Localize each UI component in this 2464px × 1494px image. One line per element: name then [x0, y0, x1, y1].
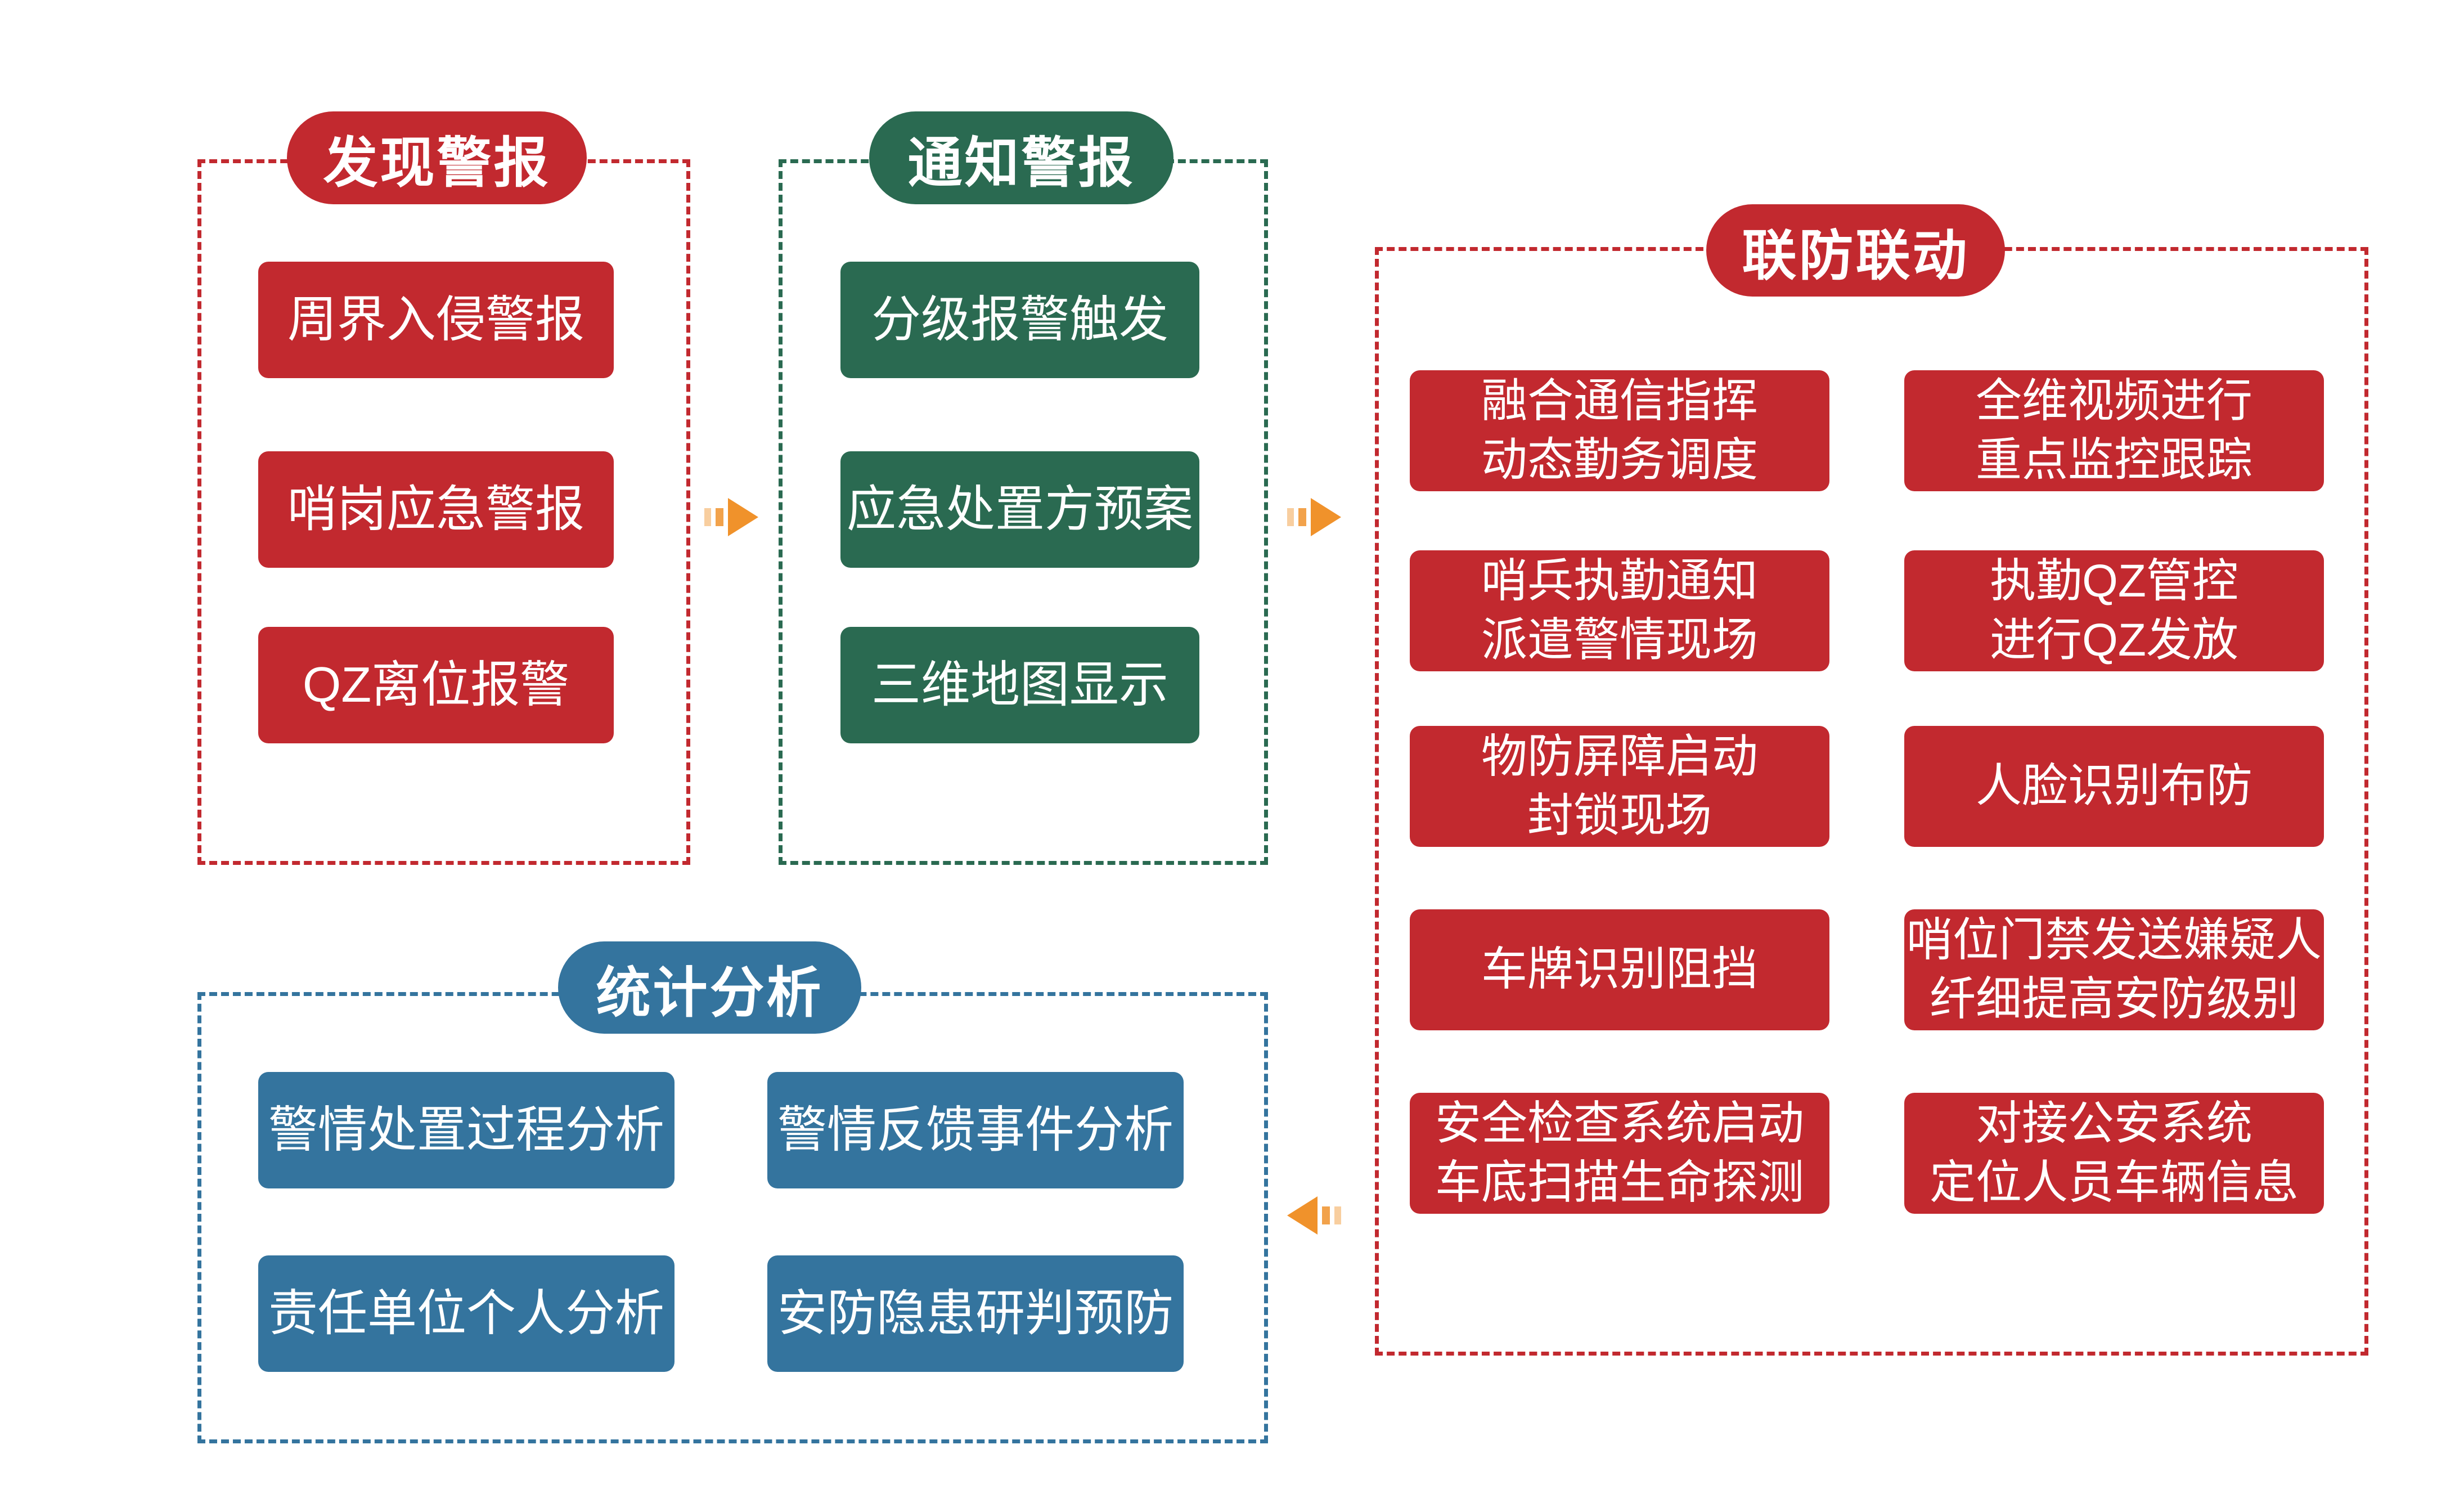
flow-arrow-left-icon [1286, 1192, 1342, 1239]
flow-arrow-icon [1286, 493, 1342, 541]
node-label-line2: 纤细提高安防级别 [1929, 973, 2299, 1025]
stats-analysis-title: 统计分析 [558, 941, 861, 1034]
joint-defense-title-label: 联防联动 [1742, 225, 1970, 286]
node-label-line1: 对接公安系统 [1975, 1097, 2252, 1149]
stats-analysis-title-label: 统计分析 [596, 962, 824, 1024]
node-duty-qz-control: 执勤QZ管控 进行QZ发放 [1904, 550, 2324, 671]
node-label-line1: 融合通信指挥 [1481, 375, 1758, 427]
node-alarm-feedback-event-analysis: 警情反馈事件分析 [767, 1072, 1184, 1188]
node-3d-map-display: 三维地图显示 [840, 627, 1199, 743]
notify-alert-title: 通知警报 [869, 111, 1173, 204]
flow-arrow-icon [703, 493, 759, 541]
node-plate-recognition-block: 车牌识别阻挡 [1410, 909, 1829, 1030]
notify-alert-title-label: 通知警报 [907, 132, 1135, 194]
joint-defense-title: 联防联动 [1706, 204, 2005, 297]
node-label-line1: 全维视频进行 [1975, 375, 2252, 427]
node-security-risk-prediction: 安防隐患研判预防 [767, 1255, 1184, 1372]
node-sentry-emergency-alert: 哨岗应急警报 [258, 451, 614, 568]
discover-alert-title: 发现警报 [287, 111, 587, 204]
node-label-line1: 安全检查系统启动 [1435, 1097, 1804, 1149]
node-label-line2: 派遣警情现场 [1481, 614, 1758, 666]
node-label-line2: 进行QZ发放 [1990, 614, 2238, 666]
node-label: 责任单位个人分析 [268, 1285, 664, 1342]
node-security-check-underbody-scan: 安全检查系统启动 车底扫描生命探测 [1410, 1093, 1829, 1214]
node-label: 三维地图显示 [871, 657, 1168, 713]
node-omni-video-tracking: 全维视频进行 重点监控跟踪 [1904, 370, 2324, 491]
node-label-line1: 车牌识别阻挡 [1481, 944, 1758, 995]
node-label-line1: 物防屏障启动 [1481, 730, 1758, 782]
node-alarm-handling-process-analysis: 警情处置过程分析 [258, 1072, 675, 1188]
node-fused-comms-command: 融合通信指挥 动态勤务调度 [1410, 370, 1829, 491]
node-label: 警情处置过程分析 [268, 1102, 664, 1158]
node-label-line1: 人脸识别布防 [1975, 760, 2252, 812]
node-label: 哨岗应急警报 [287, 481, 584, 537]
node-label-line2: 封锁现场 [1527, 789, 1712, 841]
node-label-line2: 定位人员车辆信息 [1929, 1156, 2299, 1208]
node-label: 安防隐患研判预防 [777, 1285, 1173, 1342]
node-responsible-unit-person-analysis: 责任单位个人分析 [258, 1255, 675, 1372]
node-label-line1: 执勤QZ管控 [1990, 555, 2238, 607]
node-label: QZ离位报警 [302, 657, 570, 713]
node-label-line1: 哨位门禁发送嫌疑人 [1906, 914, 2322, 966]
node-emergency-response-plan: 应急处置方预案 [840, 451, 1199, 568]
node-label: 分级报警触发 [871, 291, 1168, 348]
node-face-recognition-deploy: 人脸识别布防 [1904, 726, 2324, 847]
node-label: 周界入侵警报 [287, 291, 584, 348]
node-label: 应急处置方预案 [846, 481, 1193, 537]
node-label-line2: 重点监控跟踪 [1975, 434, 2252, 486]
node-label: 警情反馈事件分析 [777, 1102, 1173, 1158]
node-graded-alarm-trigger: 分级报警触发 [840, 262, 1199, 378]
node-label-line2: 车底扫描生命探测 [1435, 1156, 1804, 1208]
node-sentry-access-suspect-alert: 哨位门禁发送嫌疑人 纤细提高安防级别 [1904, 909, 2324, 1030]
node-qz-offpost-alert: QZ离位报警 [258, 627, 614, 743]
node-label-line1: 哨兵执勤通知 [1481, 555, 1758, 607]
node-police-system-locate: 对接公安系统 定位人员车辆信息 [1904, 1093, 2324, 1214]
node-perimeter-intrusion-alert: 周界入侵警报 [258, 262, 614, 378]
node-sentry-duty-notify: 哨兵执勤通知 派遣警情现场 [1410, 550, 1829, 671]
node-label-line2: 动态勤务调度 [1481, 434, 1758, 486]
stats-analysis-group-border [197, 992, 1268, 1443]
discover-alert-title-label: 发现警报 [323, 132, 551, 194]
node-physical-barrier-lockdown: 物防屏障启动 封锁现场 [1410, 726, 1829, 847]
